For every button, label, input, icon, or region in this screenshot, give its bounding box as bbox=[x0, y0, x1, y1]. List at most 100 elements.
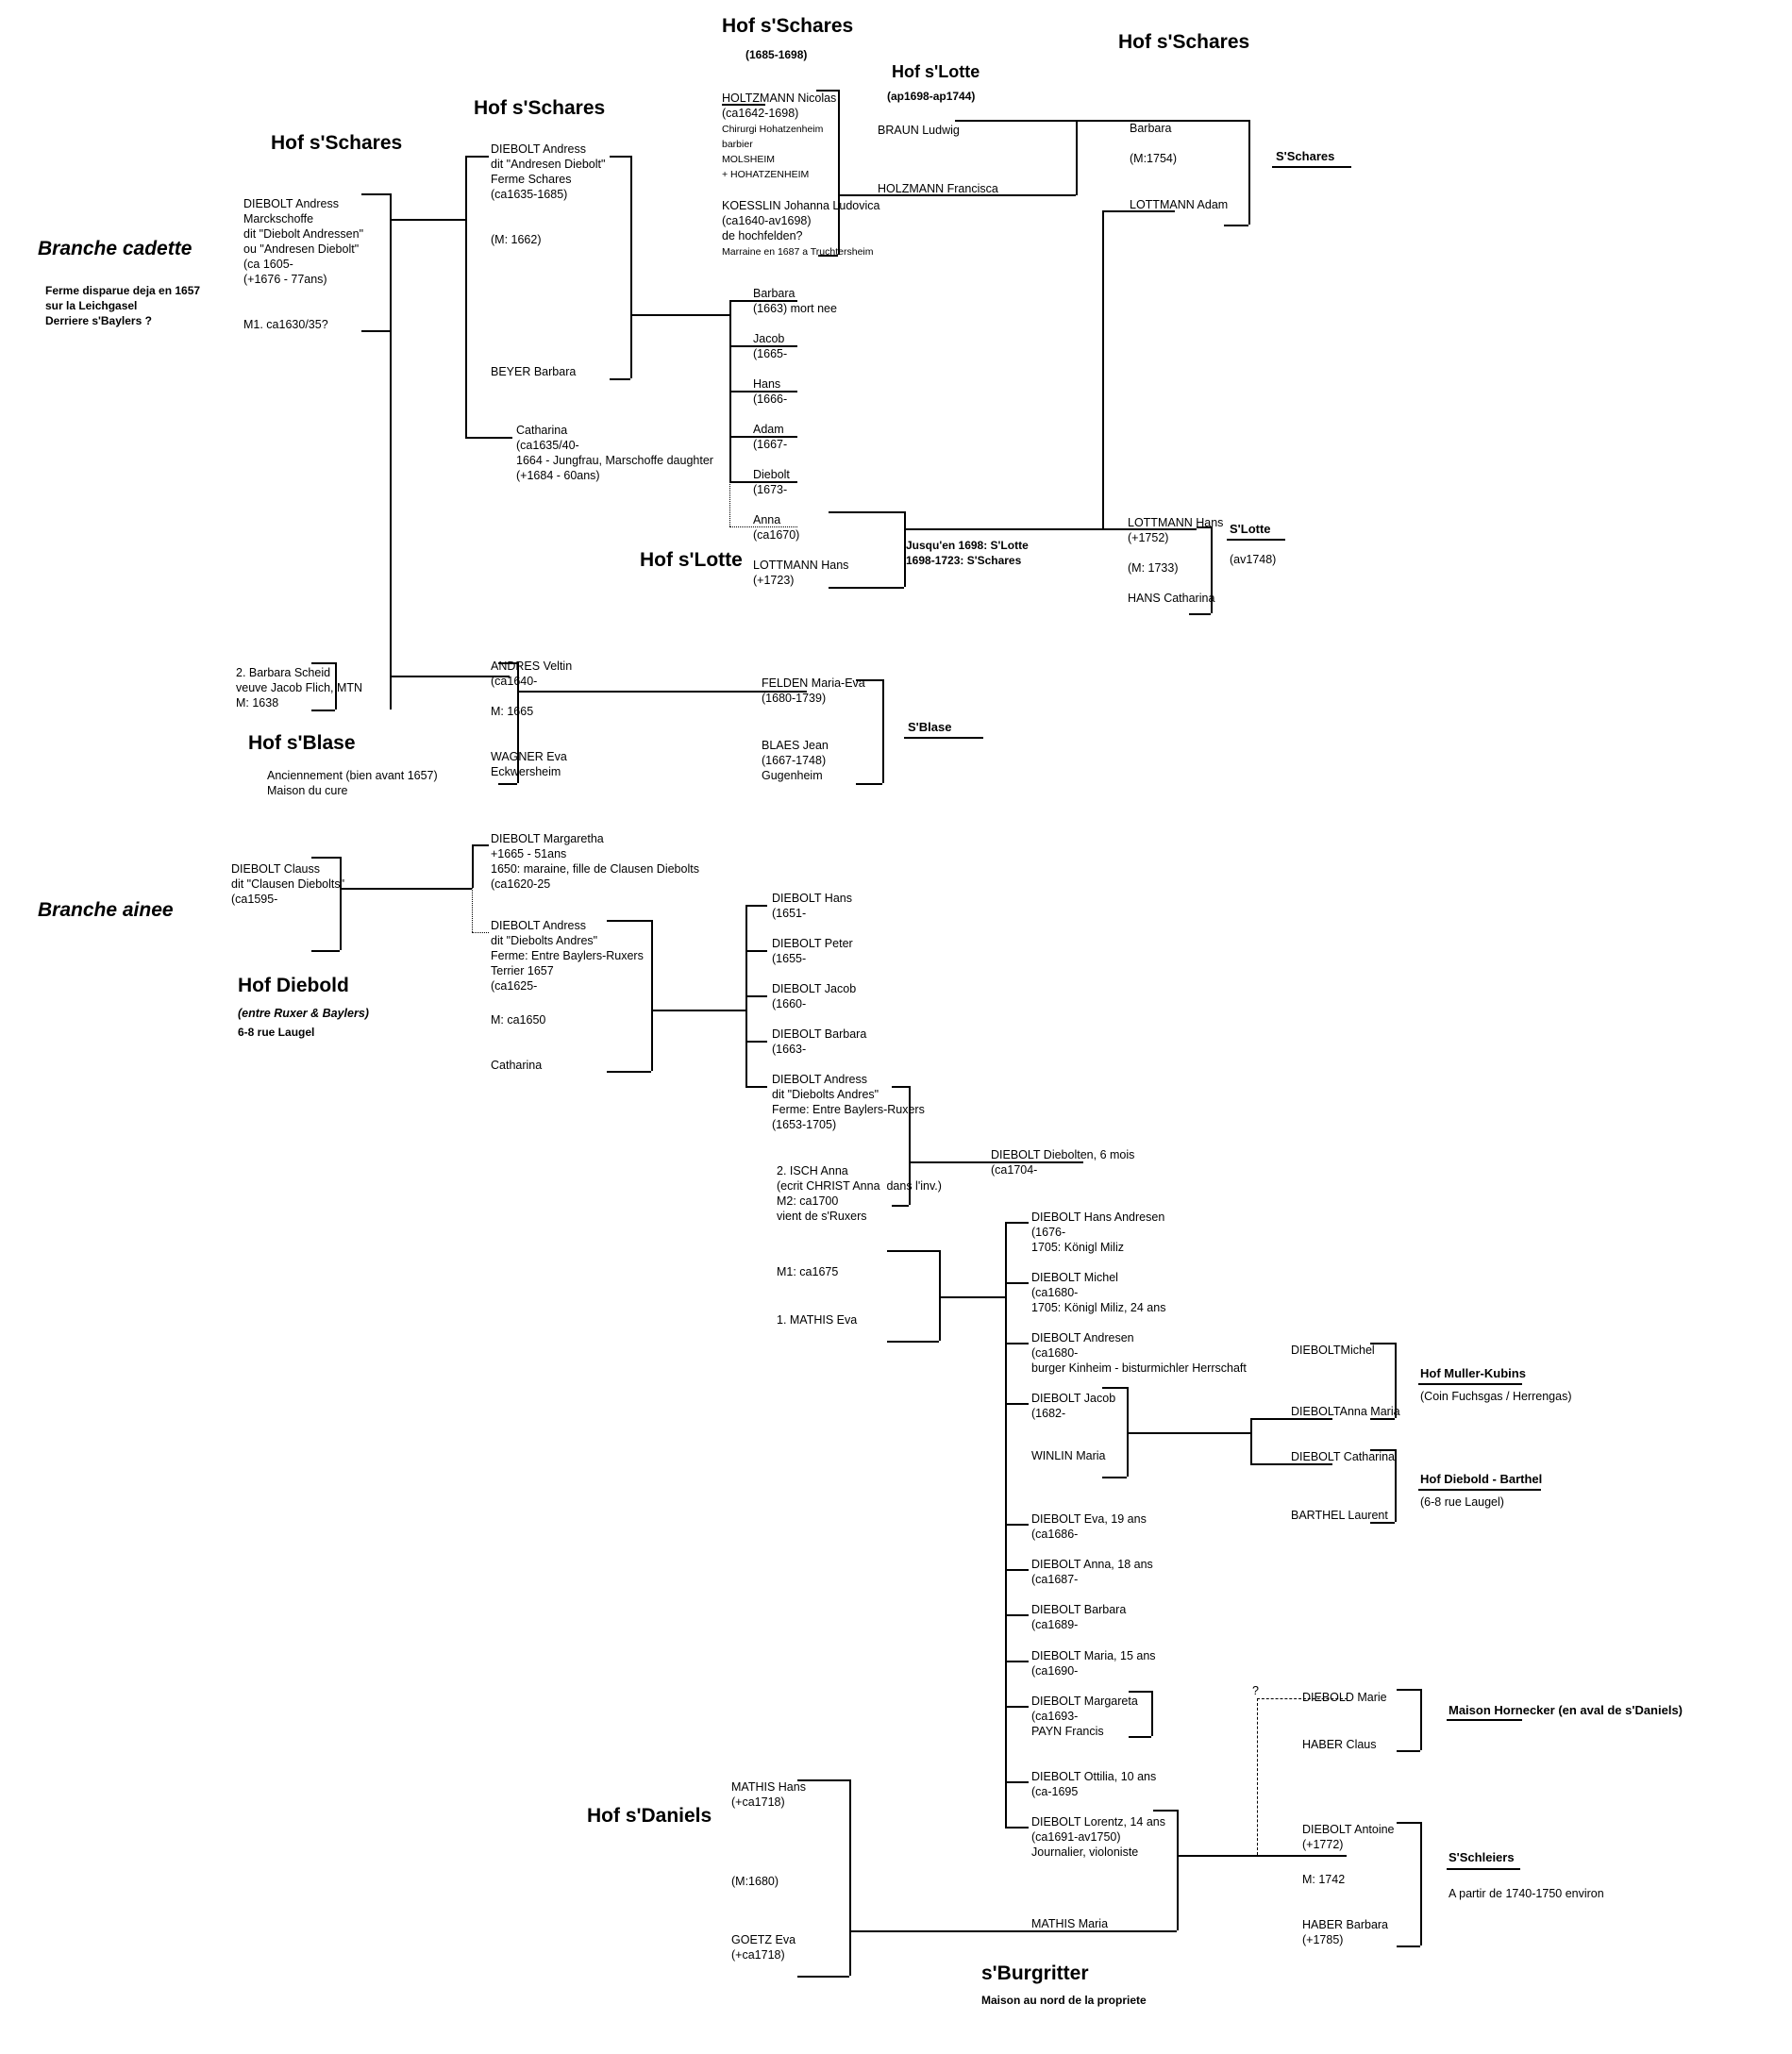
person-child-adam-1667: Adam(1667- bbox=[753, 422, 787, 452]
person-child-hans-1666: Hans(1666- bbox=[753, 376, 787, 407]
connector-line bbox=[465, 156, 489, 158]
person-barthel-laurent-line-0: BARTHEL Laurent bbox=[1291, 1509, 1388, 1522]
person-child-hans-1666-line-1: (1666- bbox=[753, 392, 788, 406]
connector-line bbox=[1257, 1698, 1348, 1699]
header-branche-cadette: Branche cadette bbox=[38, 238, 192, 260]
header-hof-diebold-line-0: Hof Diebold bbox=[238, 975, 349, 996]
person-child-anna-1670: Anna(ca1670) bbox=[753, 512, 799, 543]
header-hof-lotte-mid-line-0: Hof s'Lotte bbox=[640, 549, 743, 571]
person-child-anna-1670-line-0: Anna bbox=[753, 513, 781, 526]
person-barbara-1754-line-0: Barbara bbox=[1130, 122, 1172, 135]
person-mathis-hans-m: (M:1680) bbox=[731, 1874, 779, 1889]
note-branche-cadette-line-2: Derriere s'Baylers ? bbox=[45, 314, 152, 327]
connector-line bbox=[729, 526, 797, 527]
person-diebolt-antoine: DIEBOLT Antoine(+1772) bbox=[1302, 1822, 1395, 1852]
connector-line bbox=[517, 662, 519, 783]
label-maison-hornecker: Maison Hornecker (en aval de s'Daniels) bbox=[1449, 1703, 1683, 1718]
person-diebolt-michel-line-0: DIEBOLT Michel bbox=[1031, 1271, 1118, 1284]
person-child-jacob-1665-line-0: Jacob bbox=[753, 332, 785, 345]
person-diebolt-michel: DIEBOLT Michel(ca1680-1705: Königl Miliz… bbox=[1031, 1270, 1165, 1315]
person-diebolt-andress-1653-line-3: (1653-1705) bbox=[772, 1118, 837, 1131]
person-diebolt-eva-line-0: DIEBOLT Eva, 19 ans bbox=[1031, 1512, 1147, 1526]
connector-line bbox=[651, 920, 653, 1071]
connector-line bbox=[1447, 1868, 1520, 1870]
person-child-hans-1666-line-0: Hans bbox=[753, 377, 781, 391]
connector-line bbox=[361, 193, 390, 195]
person-braun-ludwig: BRAUN Ludwig bbox=[878, 123, 960, 138]
person-diebolt-hans-andresen-line-0: DIEBOLT Hans Andresen bbox=[1031, 1211, 1165, 1224]
connector-line bbox=[1397, 1945, 1420, 1947]
connector-line bbox=[390, 676, 510, 677]
connector-line bbox=[849, 1779, 851, 1976]
connector-line bbox=[311, 710, 335, 711]
person-diebolt-anna-line-1: (ca1687- bbox=[1031, 1573, 1079, 1586]
person-goetz-eva-line-0: GOETZ Eva bbox=[731, 1933, 796, 1946]
connector-line bbox=[390, 219, 465, 221]
person-diebolt-hans-andresen-line-2: 1705: Königl Miliz bbox=[1031, 1241, 1124, 1254]
person-diebolt-margareta: DIEBOLT Margareta(ca1693-PAYN Francis bbox=[1031, 1694, 1138, 1739]
person-child-barbara-1663-line-1: (1663) mort nee bbox=[753, 302, 837, 315]
header-hof-lotte-top-line-0: Hof s'Lotte bbox=[892, 62, 980, 81]
person-diebolt-jacob-1682-line-1: (1682- bbox=[1031, 1407, 1066, 1420]
person-marckschoffe-m1-line-0: M1. ca1630/35? bbox=[243, 318, 328, 331]
person-barbara-scheid-line-1: veuve Jacob Flich, MTN bbox=[236, 681, 363, 694]
label-diebold-barthel-sub: (6-8 rue Laugel) bbox=[1420, 1495, 1504, 1510]
person-isch-anna-line-1: (ecrit CHRIST Anna dans l'inv.) bbox=[777, 1179, 942, 1193]
person-isch-anna-line-0: 2. ISCH Anna bbox=[777, 1164, 848, 1177]
person-goetz-eva-line-1: (+ca1718) bbox=[731, 1948, 785, 1962]
person-diebolt-barbara-1689-line-1: (ca1689- bbox=[1031, 1618, 1079, 1631]
header-hof-blase-line-0: Hof s'Blase bbox=[248, 732, 356, 754]
person-holzmann-francisca: HOLZMANN Francisca bbox=[878, 181, 998, 196]
header-burgritter-line-0: s'Burgritter bbox=[981, 1962, 1089, 1984]
connector-line bbox=[630, 314, 729, 316]
note-hof-blase-line-0: Anciennement (bien avant 1657) bbox=[267, 769, 438, 782]
connector-line bbox=[1397, 1689, 1420, 1691]
person-dieboltanna-maria-line-0: DIEBOLTAnna Maria bbox=[1291, 1405, 1400, 1418]
person-diebold-marie: DIEBOLD Marie bbox=[1302, 1690, 1387, 1705]
connector-line bbox=[607, 1071, 651, 1073]
person-diebolt-maria-line-0: DIEBOLT Maria, 15 ans bbox=[1031, 1649, 1156, 1662]
person-diebolt-antoine-line-0: DIEBOLT Antoine bbox=[1302, 1823, 1395, 1836]
connector-line bbox=[311, 950, 340, 952]
connector-line bbox=[849, 1930, 1079, 1932]
connector-line bbox=[816, 90, 838, 92]
person-diebolt-hans-andresen-line-1: (1676- bbox=[1031, 1226, 1066, 1239]
connector-line bbox=[1177, 1810, 1179, 1930]
person-diebolt-jacob-1660-line-0: DIEBOLT Jacob bbox=[772, 982, 857, 995]
label-muller-kubins-sub: (Coin Fuchsgas / Herrengas) bbox=[1420, 1389, 1571, 1404]
person-andres-veltin-m-line-0: M: 1665 bbox=[491, 705, 534, 718]
connector-line bbox=[651, 1010, 745, 1011]
connector-line bbox=[1420, 1822, 1422, 1945]
person-diebolt-andress-marckschoffe-line-5: (+1676 - 77ans) bbox=[243, 273, 327, 286]
person-diebolt-peter-1655-line-1: (1655- bbox=[772, 952, 807, 965]
connector-line bbox=[729, 481, 730, 526]
connector-line bbox=[1395, 1449, 1397, 1522]
connector-line bbox=[361, 330, 390, 332]
person-diebolt-andress-marckschoffe-line-2: dit "Diebolt Andressen" bbox=[243, 227, 364, 241]
person-andres-veltin-m: M: 1665 bbox=[491, 704, 533, 719]
label-muller-kubins: Hof Muller-Kubins bbox=[1420, 1366, 1526, 1381]
label-lotte: S'Lotte bbox=[1230, 522, 1271, 537]
person-catharina-marschoffe-line-2: 1664 - Jungfrau, Marschoffe daughter bbox=[516, 454, 713, 467]
person-schares-marriage: (M: 1662) bbox=[491, 232, 542, 247]
person-haber-claus-line-0: HABER Claus bbox=[1302, 1738, 1377, 1751]
connector-line bbox=[818, 255, 838, 257]
connector-line bbox=[517, 691, 807, 693]
connector-line bbox=[1129, 1736, 1151, 1738]
label-schleiers-sub: A partir de 1740-1750 environ bbox=[1449, 1886, 1604, 1901]
person-diebolt-ottilia: DIEBOLT Ottilia, 10 ans(ca-1695 bbox=[1031, 1769, 1156, 1799]
connector-line bbox=[892, 1086, 909, 1088]
connector-line bbox=[1250, 1418, 1252, 1463]
person-diebolt-eva-line-1: (ca1686- bbox=[1031, 1528, 1079, 1541]
label-schleiers: S'Schleiers bbox=[1449, 1850, 1515, 1865]
person-mathis-eva-line-0: 1. MATHIS Eva bbox=[777, 1313, 858, 1327]
uncertainty-mark-line-0: ? bbox=[1252, 1684, 1259, 1697]
person-haber-claus: HABER Claus bbox=[1302, 1737, 1377, 1752]
connector-line bbox=[1005, 1661, 1029, 1662]
